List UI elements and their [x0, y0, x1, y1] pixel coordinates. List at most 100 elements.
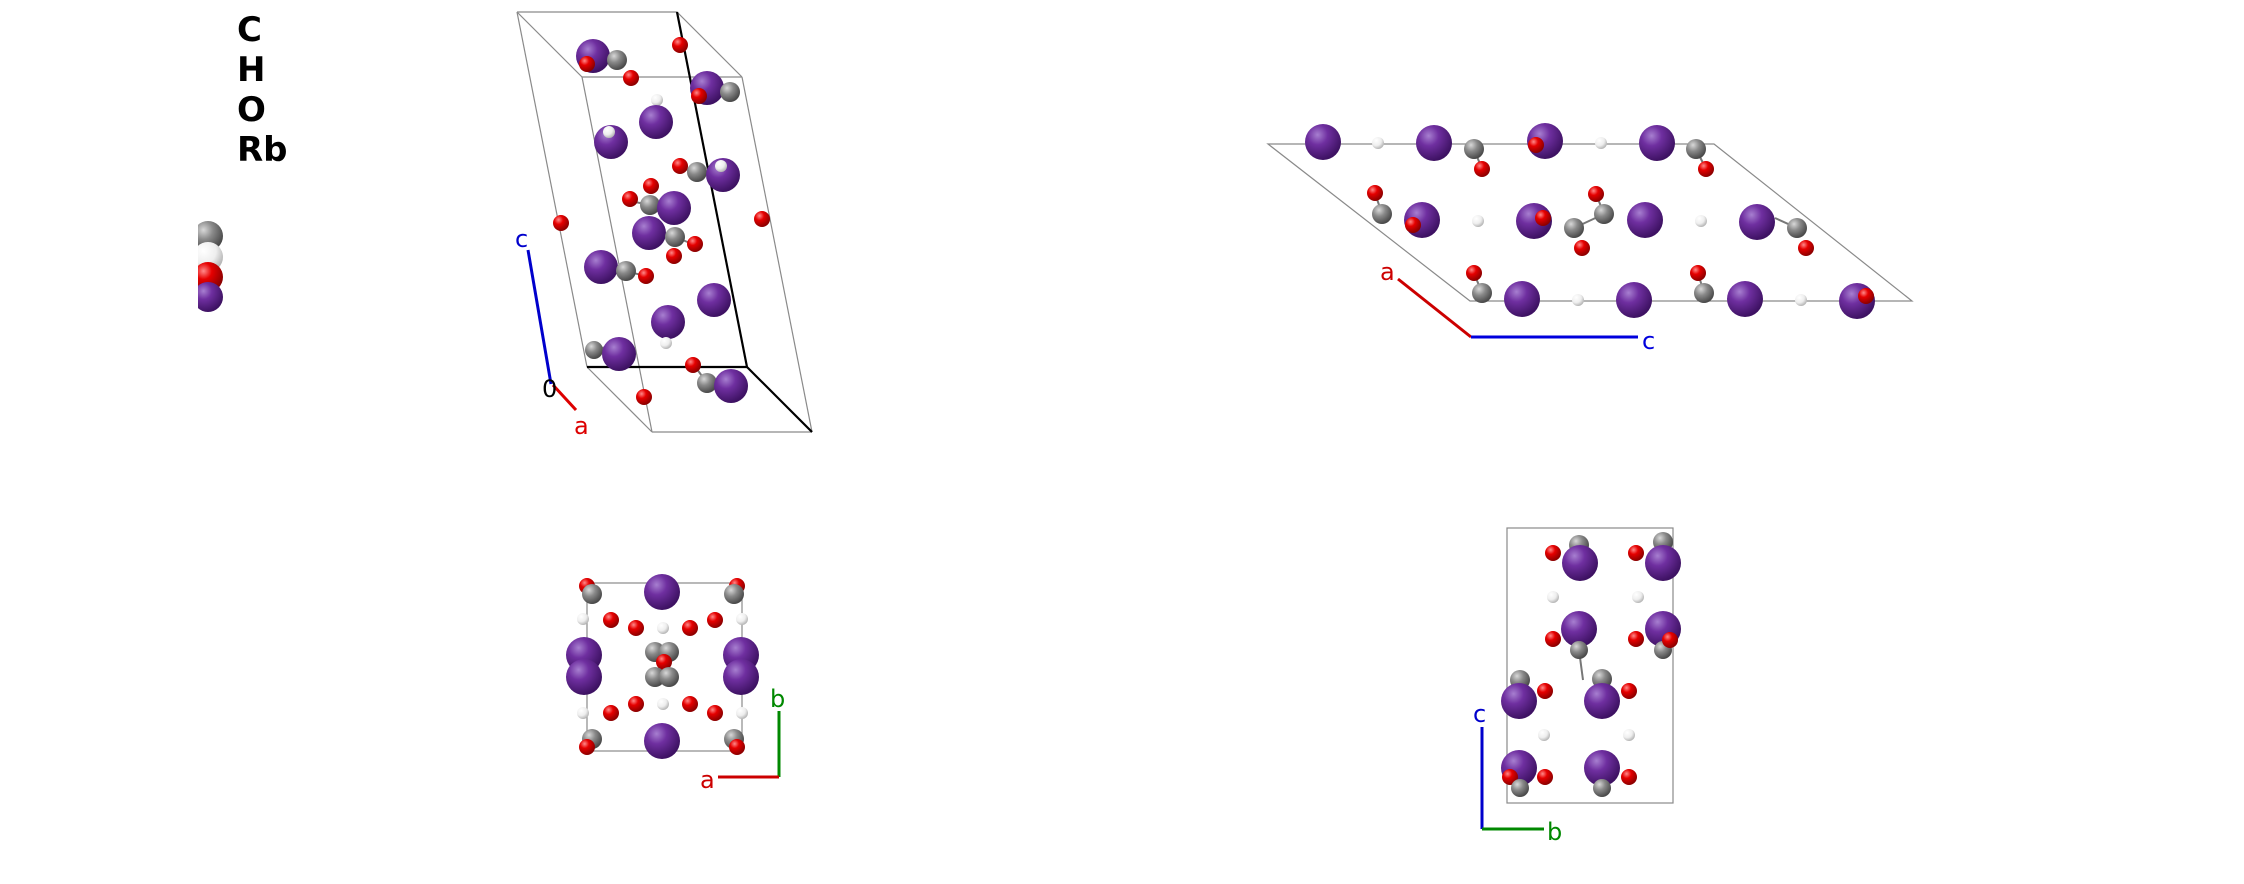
- o-atom: [1474, 161, 1490, 177]
- h-atom: [657, 622, 669, 634]
- o-atom: [672, 158, 688, 174]
- c-atom: [1472, 283, 1492, 303]
- rb-atom: [1562, 545, 1598, 581]
- rb-atom: [714, 369, 748, 403]
- o-atom: [691, 88, 707, 104]
- rb-atom: [1739, 204, 1775, 240]
- rb-atom: [723, 659, 759, 695]
- axes-triad: a c: [1380, 258, 1655, 355]
- o-atom: [1798, 240, 1814, 256]
- o-atom: [603, 705, 619, 721]
- o-atom: [636, 389, 652, 405]
- rb-atom: [1645, 545, 1681, 581]
- rb-atom: [1501, 683, 1537, 719]
- bottom-right-view: c b: [1473, 527, 1681, 846]
- rb-atom: [1584, 750, 1620, 786]
- o-atom: [1858, 288, 1874, 304]
- o-atom: [1662, 632, 1678, 648]
- h-atom: [660, 337, 672, 349]
- o-atom: [1690, 265, 1706, 281]
- rb-atom: [1616, 282, 1652, 318]
- o-atom: [579, 56, 595, 72]
- o-atom: [638, 268, 654, 284]
- o-atom: [1528, 137, 1544, 153]
- h-atom: [1795, 294, 1807, 306]
- o-atom: [1621, 683, 1637, 699]
- c-atom: [1694, 283, 1714, 303]
- h-atom: [1695, 215, 1707, 227]
- bottom-left-view: b a: [566, 574, 785, 794]
- h-atom: [1547, 591, 1559, 603]
- element-legend: C H O Rb: [237, 10, 288, 170]
- o-atom: [754, 211, 770, 227]
- axes-triad: c b: [1473, 700, 1562, 846]
- c-axis-line: [526, 249, 553, 385]
- rb-atom: [584, 250, 618, 284]
- atoms: [566, 574, 759, 759]
- o-atom: [553, 215, 569, 231]
- o-atom: [656, 654, 672, 670]
- h-atom: [1538, 729, 1550, 741]
- axes-triad: c 0 a: [515, 225, 589, 440]
- rb-atom: [594, 125, 628, 159]
- c-atom: [659, 667, 679, 687]
- h-atom: [736, 707, 748, 719]
- h-atom: [1632, 591, 1644, 603]
- h-atom: [651, 94, 663, 106]
- c-atom: [697, 373, 717, 393]
- o-atom: [687, 236, 703, 252]
- axis-label-c: c: [1473, 700, 1486, 728]
- c-atom: [616, 261, 636, 281]
- legend-label-o: O: [237, 90, 266, 130]
- axis-label-a: a: [700, 766, 715, 794]
- o-atom: [643, 178, 659, 194]
- c-atom: [640, 195, 660, 215]
- rb-atom: [1727, 281, 1763, 317]
- rb-atom: [697, 283, 731, 317]
- atoms: [1501, 532, 1681, 797]
- o-atom: [666, 248, 682, 264]
- o-atom: [729, 739, 745, 755]
- legend-label-h: H: [237, 50, 266, 90]
- o-atom: [1466, 265, 1482, 281]
- rb-atom: [644, 723, 680, 759]
- a-axis-line: [1397, 277, 1472, 339]
- top-right-view: a c: [1266, 123, 1914, 355]
- rb-atom: [1639, 125, 1675, 161]
- c-atom: [582, 584, 602, 604]
- o-atom: [707, 705, 723, 721]
- rb-atom: [639, 105, 673, 139]
- rb-atom: [1305, 124, 1341, 160]
- o-atom: [1537, 769, 1553, 785]
- rb-atom: [1584, 683, 1620, 719]
- legend-swatches: [198, 221, 223, 312]
- o-atom: [1367, 185, 1383, 201]
- o-atom: [1628, 545, 1644, 561]
- h-atom: [1372, 137, 1384, 149]
- legend-swatch-rb: [198, 282, 223, 312]
- o-atom: [672, 37, 688, 53]
- c-atom: [720, 82, 740, 102]
- rb-atom: [706, 158, 740, 192]
- o-atom: [1698, 161, 1714, 177]
- axis-label-b: b: [770, 685, 785, 713]
- h-atom: [577, 613, 589, 625]
- unit-cell-edges: [1506, 527, 1674, 804]
- unit-cell-edges: [1266, 143, 1914, 302]
- rb-atom: [1561, 611, 1597, 647]
- o-atom: [682, 696, 698, 712]
- h-atom: [1623, 729, 1635, 741]
- o-atom: [685, 357, 701, 373]
- o-atom: [1628, 631, 1644, 647]
- legend-label-c: C: [237, 10, 262, 50]
- c-atom: [1464, 139, 1484, 159]
- rb-atom: [657, 191, 691, 225]
- c-atom: [724, 584, 744, 604]
- o-atom: [628, 620, 644, 636]
- c-atom: [645, 667, 665, 687]
- c-atom: [1372, 204, 1392, 224]
- o-atom: [623, 70, 639, 86]
- c-atom: [585, 341, 603, 359]
- c-atom: [1593, 779, 1611, 797]
